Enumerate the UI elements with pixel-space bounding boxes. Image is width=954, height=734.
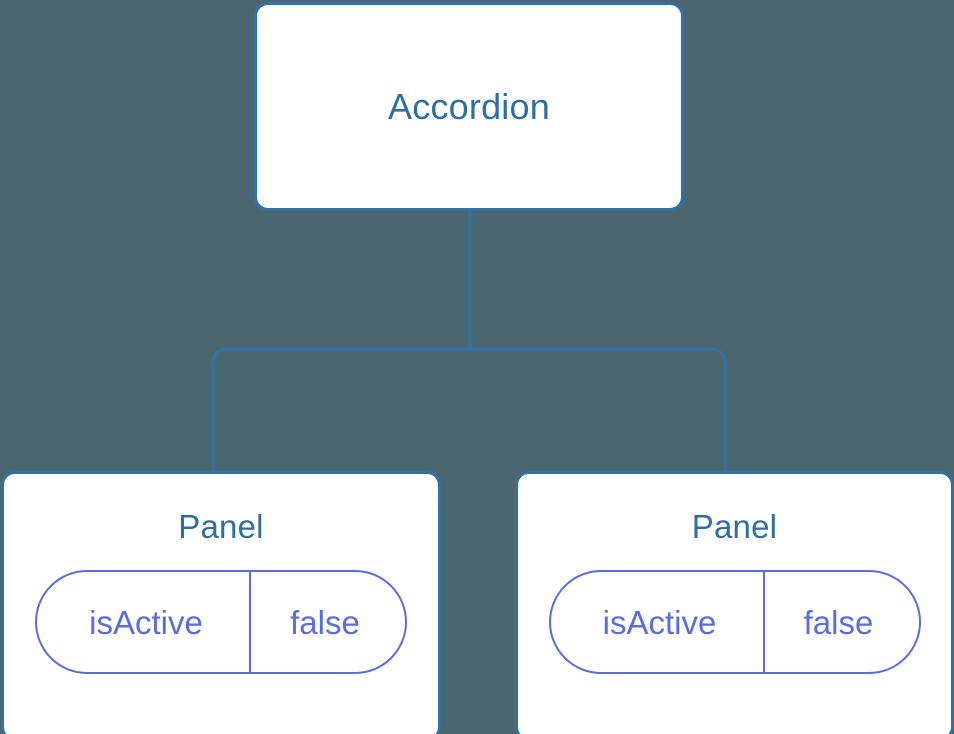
node-panel-1-prop-pill[interactable]: isActive false [35,570,407,674]
node-panel-1-prop-key: isActive [37,572,251,672]
node-panel-2-title: Panel [691,508,778,545]
node-panel-2-prop-value: false [803,603,874,641]
node-accordion[interactable]: Accordion [254,2,684,211]
node-panel-2-prop-pill[interactable]: isActive false [548,570,921,674]
node-panel-1-title: Panel [178,508,264,545]
edge-root-to-panel-2 [470,347,727,473]
node-panel-1[interactable]: Panel isActive false [1,471,441,734]
node-panel-1-prop-value: false [290,603,360,641]
node-accordion-title: Accordion [388,85,550,127]
node-panel-2[interactable]: Panel isActive false [515,471,954,734]
node-panel-2-prop-key: isActive [551,572,765,672]
edge-root-to-panel-1 [211,347,470,473]
